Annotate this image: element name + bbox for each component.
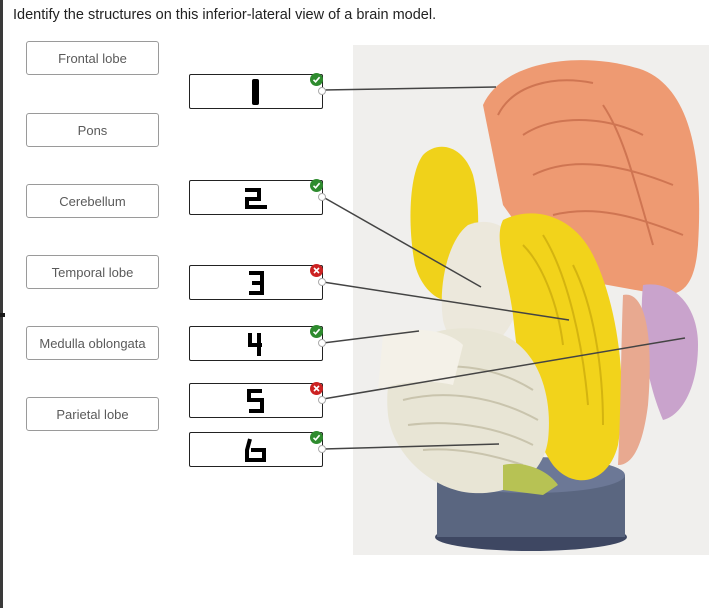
- brain-model-photo: [353, 45, 709, 555]
- target-number-6: [190, 433, 322, 466]
- question-prompt: Identify the structures on this inferior…: [13, 7, 437, 23]
- handwritten-3-icon: [249, 270, 264, 295]
- target-number-1: [190, 75, 322, 108]
- drop-target-5[interactable]: [189, 382, 326, 418]
- connector-dot[interactable]: [318, 396, 326, 404]
- handwritten-4-icon: [248, 332, 262, 356]
- answer-chip-frontal-lobe[interactable]: Frontal lobe: [26, 41, 159, 75]
- handwritten-5-icon: [247, 388, 264, 413]
- window-edge: [0, 0, 3, 608]
- connector-dot[interactable]: [318, 193, 326, 201]
- target-number-2: [190, 181, 322, 214]
- x-circle-icon: [310, 264, 323, 277]
- answer-chip-temporal-lobe[interactable]: Temporal lobe: [26, 255, 159, 289]
- drop-target-2[interactable]: [189, 179, 326, 215]
- target-number-3: [190, 266, 322, 299]
- target-number-4: [190, 327, 322, 360]
- handwritten-2-icon: [245, 187, 267, 209]
- check-circle-icon: [310, 179, 323, 192]
- drop-target-4[interactable]: [189, 325, 326, 361]
- brain-model-illustration: [353, 45, 709, 555]
- check-circle-icon: [310, 73, 323, 86]
- check-circle-icon: [310, 325, 323, 338]
- handwritten-6-icon: [245, 437, 266, 462]
- answer-chip-cerebellum[interactable]: Cerebellum: [26, 184, 159, 218]
- check-circle-icon: [310, 431, 323, 444]
- drop-target-6[interactable]: [189, 431, 326, 467]
- connector-dot[interactable]: [318, 278, 326, 286]
- answer-chip-parietal-lobe[interactable]: Parietal lobe: [26, 397, 159, 431]
- target-number-5: [190, 384, 322, 417]
- drop-target-1[interactable]: [189, 73, 326, 109]
- answer-chip-medulla-oblongata[interactable]: Medulla oblongata: [26, 326, 159, 360]
- handwritten-1-icon: [252, 78, 259, 105]
- x-circle-icon: [310, 382, 323, 395]
- answer-chip-pons[interactable]: Pons: [26, 113, 159, 147]
- connector-dot[interactable]: [318, 87, 326, 95]
- window-edge-notch: [0, 313, 5, 317]
- drop-target-3[interactable]: [189, 264, 326, 300]
- connector-dot[interactable]: [318, 339, 326, 347]
- connector-dot[interactable]: [318, 445, 326, 453]
